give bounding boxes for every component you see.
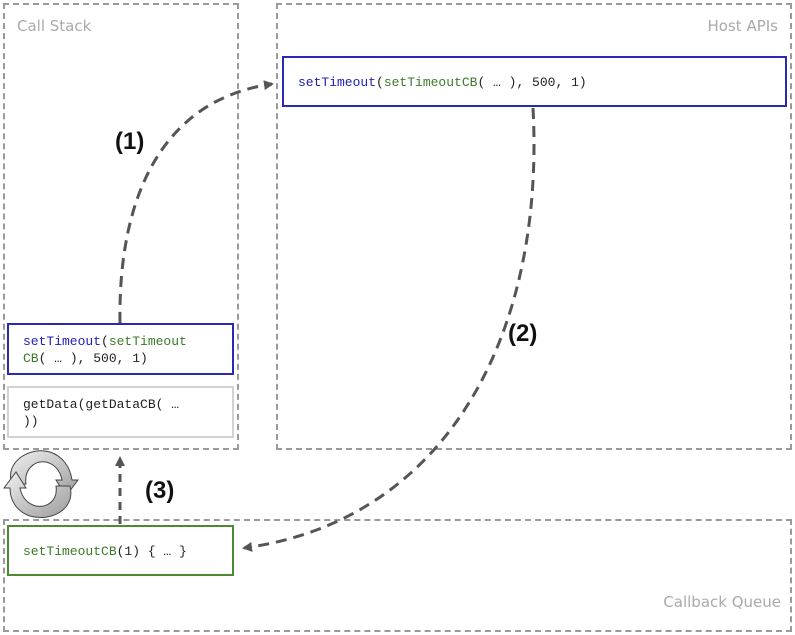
call-stack-label: Call Stack — [17, 17, 92, 35]
arrow-step-2 — [242, 107, 536, 552]
host-callback-name: setTimeoutCB — [383, 75, 478, 90]
step-2-label: (2) — [508, 320, 538, 347]
host-apis-label: Host APIs — [707, 17, 778, 35]
step-3-label: (3) — [145, 477, 175, 504]
stack-getdata-box: getData(getDataCB( …)) — [7, 386, 234, 438]
stack-fn-name: setTimeout — [23, 334, 102, 349]
step-1-label: (1) — [115, 128, 145, 155]
host-apis-region — [276, 3, 792, 450]
callback-queue-region — [3, 519, 792, 632]
callback-queue-label: Callback Queue — [663, 593, 781, 611]
circular-arrows-icon — [3, 450, 79, 518]
queue-callback-box: setTimeoutCB(1) { … } — [7, 525, 234, 576]
host-fn-name: setTimeout — [298, 75, 377, 90]
getdata-line1: getData(getDataCB( … — [23, 397, 180, 412]
queue-callback-name: setTimeoutCB — [23, 544, 117, 559]
getdata-line2: )) — [23, 414, 39, 429]
arrow-step-1 — [118, 80, 274, 324]
call-stack-region — [3, 3, 239, 450]
host-settimeout-box: setTimeout(setTimeoutCB( … ), 500, 1) — [282, 56, 787, 107]
